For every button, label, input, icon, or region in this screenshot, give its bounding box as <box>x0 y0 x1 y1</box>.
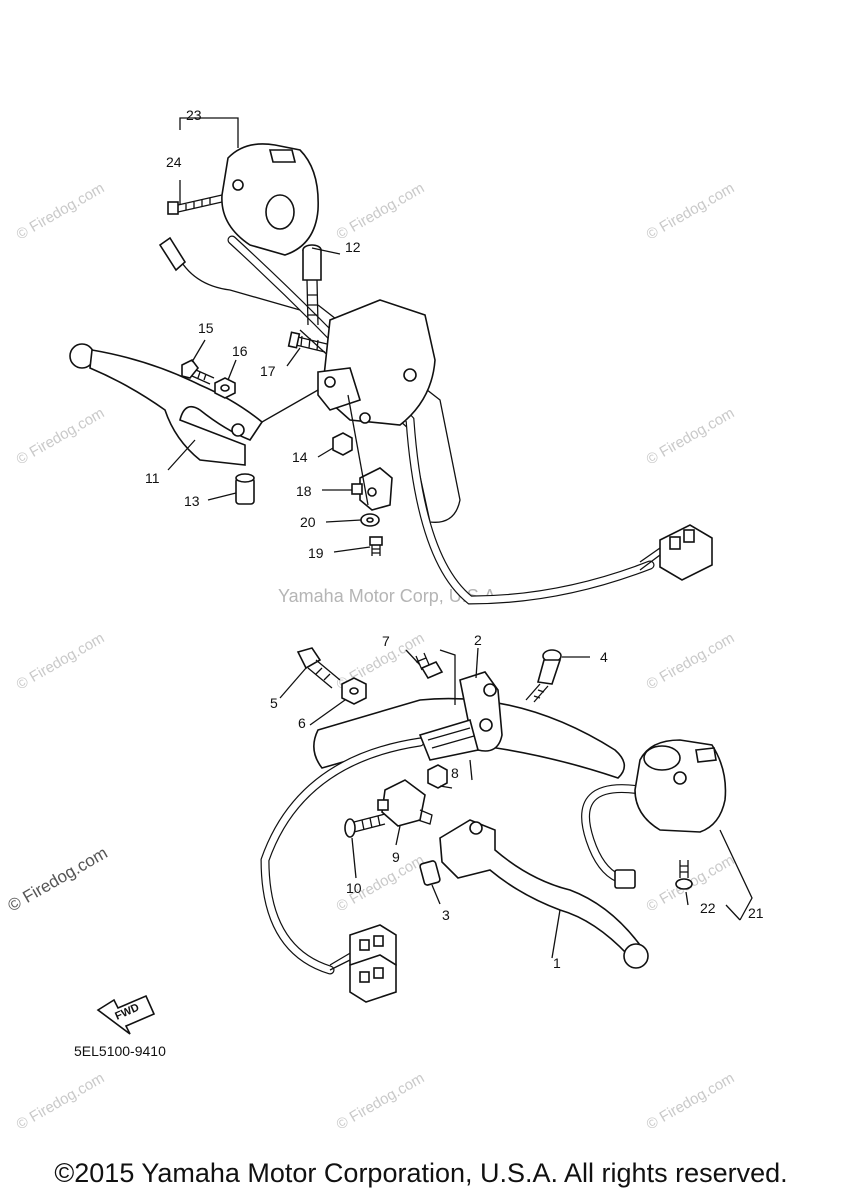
watermark-6: © Firedog.com <box>14 629 108 693</box>
lever-bracket-upper <box>317 299 436 426</box>
callout-labels: 1 2 3 4 5 6 7 8 9 10 11 12 13 14 15 16 1… <box>145 107 764 971</box>
collar-3 <box>419 860 441 886</box>
nut-6 <box>341 677 367 705</box>
callout-4: 4 <box>600 649 608 665</box>
screw-19 <box>369 536 383 556</box>
clutch-lever-11 <box>69 343 264 466</box>
callout-9: 9 <box>392 849 400 865</box>
center-watermark: Yamaha Motor Corp, U.S.A. <box>278 586 501 606</box>
fwd-arrow: FWD <box>96 994 156 1035</box>
bolt-5 <box>296 647 341 689</box>
callout-8: 8 <box>451 765 459 781</box>
connector-upper <box>639 524 713 581</box>
drawing-code: 5EL5100-9410 <box>74 1043 166 1059</box>
switch-housing-23 <box>221 143 319 256</box>
callout-12: 12 <box>345 239 361 255</box>
callout-5: 5 <box>270 695 278 711</box>
callout-1: 1 <box>553 955 561 971</box>
nut-14 <box>332 432 353 456</box>
callout-23: 23 <box>186 107 202 123</box>
switch-cable-upper <box>227 235 655 605</box>
watermark-12: © Firedog.com <box>14 1069 108 1133</box>
switch-18 <box>351 467 393 511</box>
bracket-21 <box>719 829 753 921</box>
bolt-12 <box>302 244 322 326</box>
callout-11: 11 <box>145 470 160 486</box>
switch-wire-21 <box>581 784 645 883</box>
callout-18: 18 <box>296 483 312 499</box>
nut-8 <box>427 764 448 789</box>
callout-15: 15 <box>198 320 214 336</box>
small-connector <box>614 869 636 889</box>
ground-wire <box>174 249 301 311</box>
callout-14: 14 <box>292 449 308 465</box>
bolt-15 <box>181 358 215 385</box>
bracket-23 <box>179 117 239 148</box>
connector-lower <box>349 924 397 1003</box>
screw-22 <box>675 860 693 890</box>
callout-16: 16 <box>232 343 248 359</box>
lower-assembly <box>260 647 753 1003</box>
watermark-8: © Firedog.com <box>644 629 738 693</box>
callout-2: 2 <box>474 632 482 648</box>
copyright-notice: ©2015 Yamaha Motor Corporation, U.S.A. A… <box>54 1158 788 1188</box>
watermark-9: © Firedog.com <box>5 843 111 915</box>
switch-9 <box>377 779 433 827</box>
ring-terminal <box>158 236 187 272</box>
screw-10 <box>344 813 386 838</box>
brake-lever-1 <box>439 819 649 969</box>
watermark-14: © Firedog.com <box>644 1069 738 1133</box>
collar-13 <box>235 473 255 505</box>
watermark-13: © Firedog.com <box>334 1069 428 1133</box>
watermark-5: © Firedog.com <box>644 404 738 468</box>
watermark-4: © Firedog.com <box>14 404 108 468</box>
callout-22: 22 <box>700 900 716 916</box>
lever-bracket-2 <box>418 671 503 761</box>
callout-10: 10 <box>346 880 362 896</box>
screw-17 <box>287 331 328 353</box>
callout-24: 24 <box>166 154 182 170</box>
bolt-4 <box>525 649 562 703</box>
callout-6: 6 <box>298 715 306 731</box>
callout-7: 7 <box>382 633 390 649</box>
watermark-3: © Firedog.com <box>644 179 738 243</box>
callout-20: 20 <box>300 514 316 530</box>
screw-7 <box>415 652 444 680</box>
callout-17: 17 <box>260 363 276 379</box>
switch-housing-21 <box>634 739 727 833</box>
callout-13: 13 <box>184 493 200 509</box>
callout-21: 21 <box>748 905 764 921</box>
nut-16 <box>214 377 236 399</box>
watermark-2: © Firedog.com <box>334 179 428 243</box>
callout-19: 19 <box>308 545 324 561</box>
watermark-1: © Firedog.com <box>14 179 108 243</box>
callout-3: 3 <box>442 907 450 923</box>
upper-assembly <box>69 117 713 605</box>
screw-24 <box>167 194 223 215</box>
